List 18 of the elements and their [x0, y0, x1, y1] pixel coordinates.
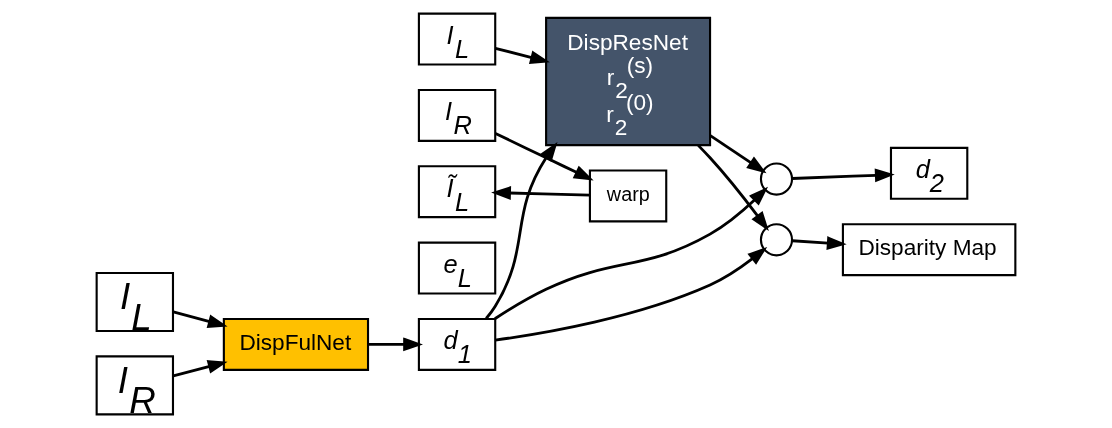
node-circle	[759, 162, 794, 196]
arrow	[709, 134, 767, 174]
node-box: warp	[588, 169, 668, 223]
arrow	[494, 186, 769, 320]
arrow	[485, 141, 558, 320]
arrow	[491, 186, 590, 200]
arrow	[495, 246, 768, 342]
arrow	[697, 144, 769, 232]
arrow	[172, 310, 228, 328]
arrow	[173, 359, 228, 378]
node-box: Disparity Map	[841, 223, 1017, 277]
arrow	[792, 236, 847, 250]
node-box: DispFulNet	[222, 317, 370, 371]
arrow	[494, 132, 594, 181]
arrow	[368, 337, 423, 352]
node-circle	[759, 223, 794, 257]
arrow	[792, 168, 895, 183]
arrow	[495, 47, 550, 64]
